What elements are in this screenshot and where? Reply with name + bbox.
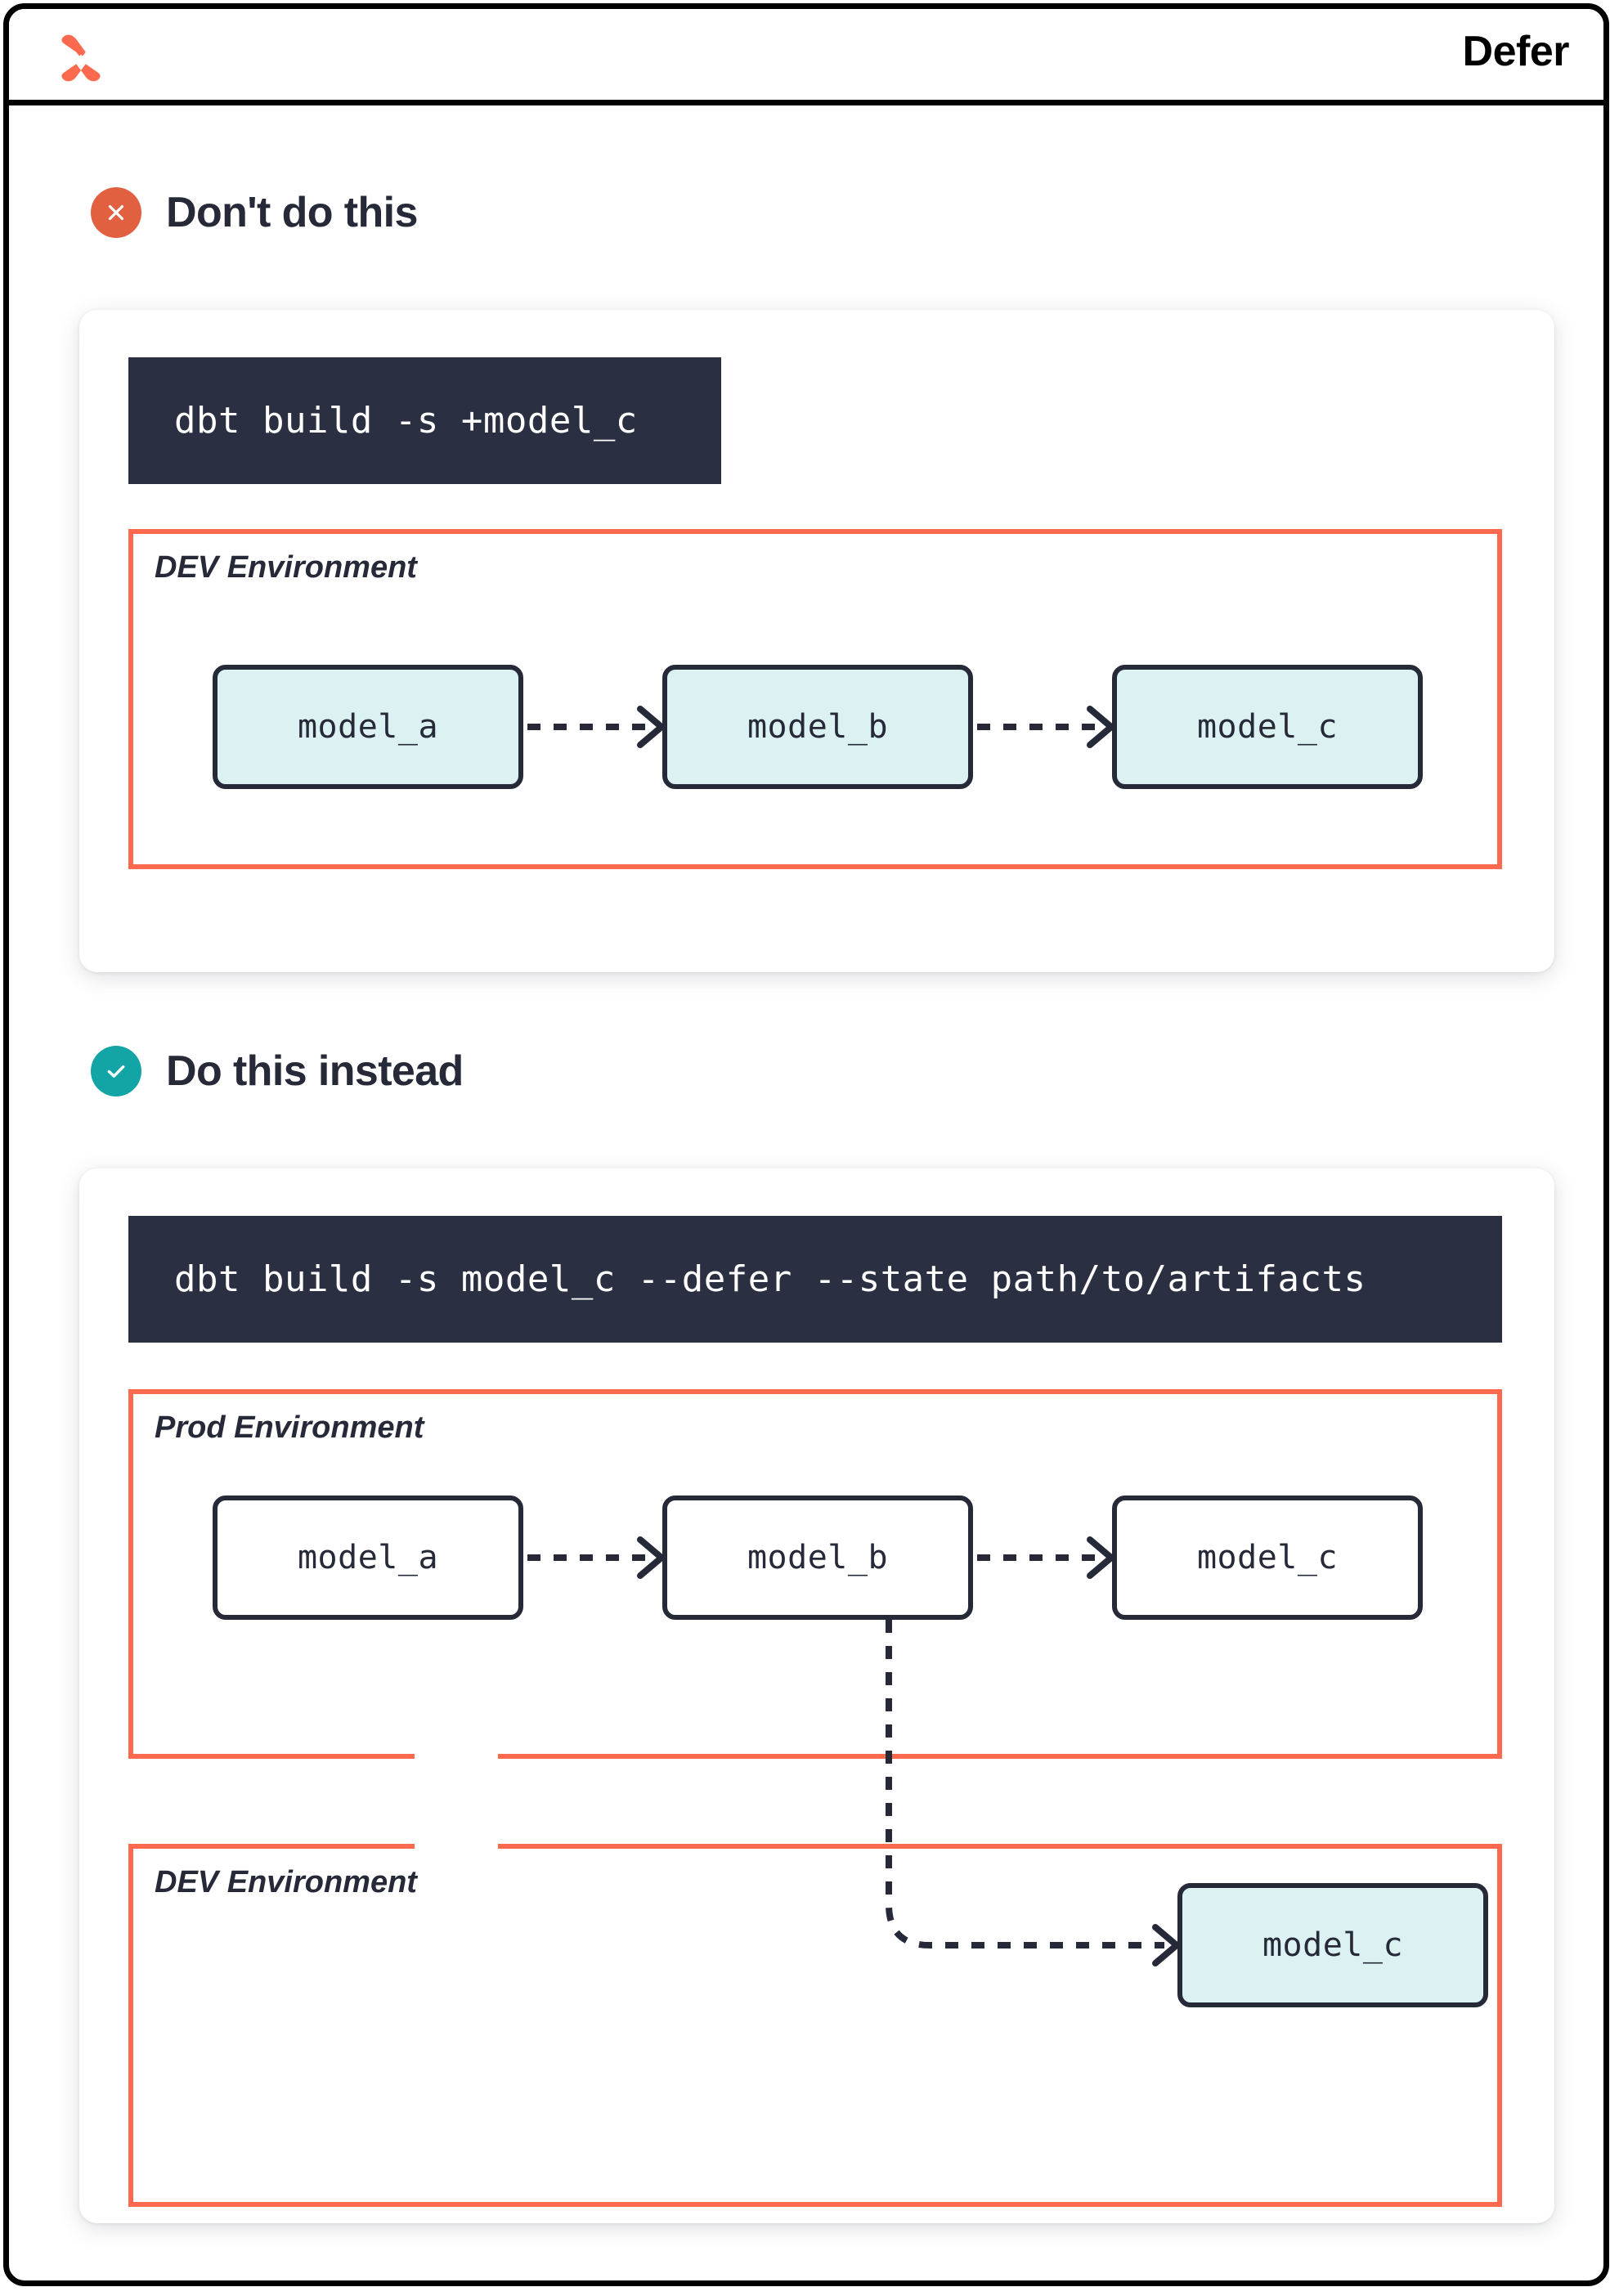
page-title: Defer — [1462, 28, 1570, 75]
env-dev-border-right — [1497, 1844, 1502, 2207]
env-label-dev-do: DEV Environment — [155, 1865, 417, 1899]
check-circle-icon — [91, 1046, 141, 1096]
node-model-b-dont: model_b — [662, 665, 973, 789]
card-dont: dbt build -s +model_c DEV Environment mo… — [79, 310, 1554, 972]
slide-frame: Defer Don't do this dbt build -s +model_… — [3, 3, 1609, 2286]
env-dev-border-left — [128, 1844, 133, 2207]
code-block-do: dbt build -s model_c --defer --state pat… — [128, 1216, 1502, 1343]
env-label-dev-dont: DEV Environment — [155, 550, 417, 585]
env-box-dev-dont-top — [128, 529, 1502, 699]
node-model-a-prod: model_a — [213, 1496, 523, 1620]
env-dev-border-top-right — [498, 1844, 1502, 1849]
env-label-prod: Prod Environment — [155, 1410, 424, 1445]
header-bar: Defer — [9, 9, 1603, 105]
env-prod-border-bottom-right — [498, 1754, 1502, 1759]
section-title-dont: Don't do this — [166, 189, 418, 236]
node-model-a-dont: model_a — [213, 665, 523, 789]
env-dev-border-bottom — [128, 2202, 1502, 2207]
env-box-dev-dont-bottom — [128, 699, 1502, 869]
node-model-c-prod: model_c — [1112, 1496, 1423, 1620]
env-prod-border-left — [128, 1389, 133, 1759]
dbt-logo-icon — [52, 27, 110, 89]
section-header-dont: Don't do this — [91, 187, 418, 238]
env-prod-border-top — [128, 1389, 1502, 1394]
section-header-do: Do this instead — [91, 1046, 464, 1096]
env-prod-border-right — [1497, 1389, 1502, 1759]
env-prod-border-bottom-left — [128, 1754, 415, 1759]
card-do: dbt build -s model_c --defer --state pat… — [79, 1168, 1554, 2223]
node-model-b-prod: model_b — [662, 1496, 973, 1620]
node-model-c-dont: model_c — [1112, 665, 1423, 789]
code-block-dont: dbt build -s +model_c — [128, 357, 721, 484]
env-dev-border-top-left — [128, 1844, 415, 1849]
node-model-c-dev: model_c — [1177, 1883, 1488, 2007]
x-circle-icon — [91, 187, 141, 238]
section-title-do: Do this instead — [166, 1047, 464, 1095]
